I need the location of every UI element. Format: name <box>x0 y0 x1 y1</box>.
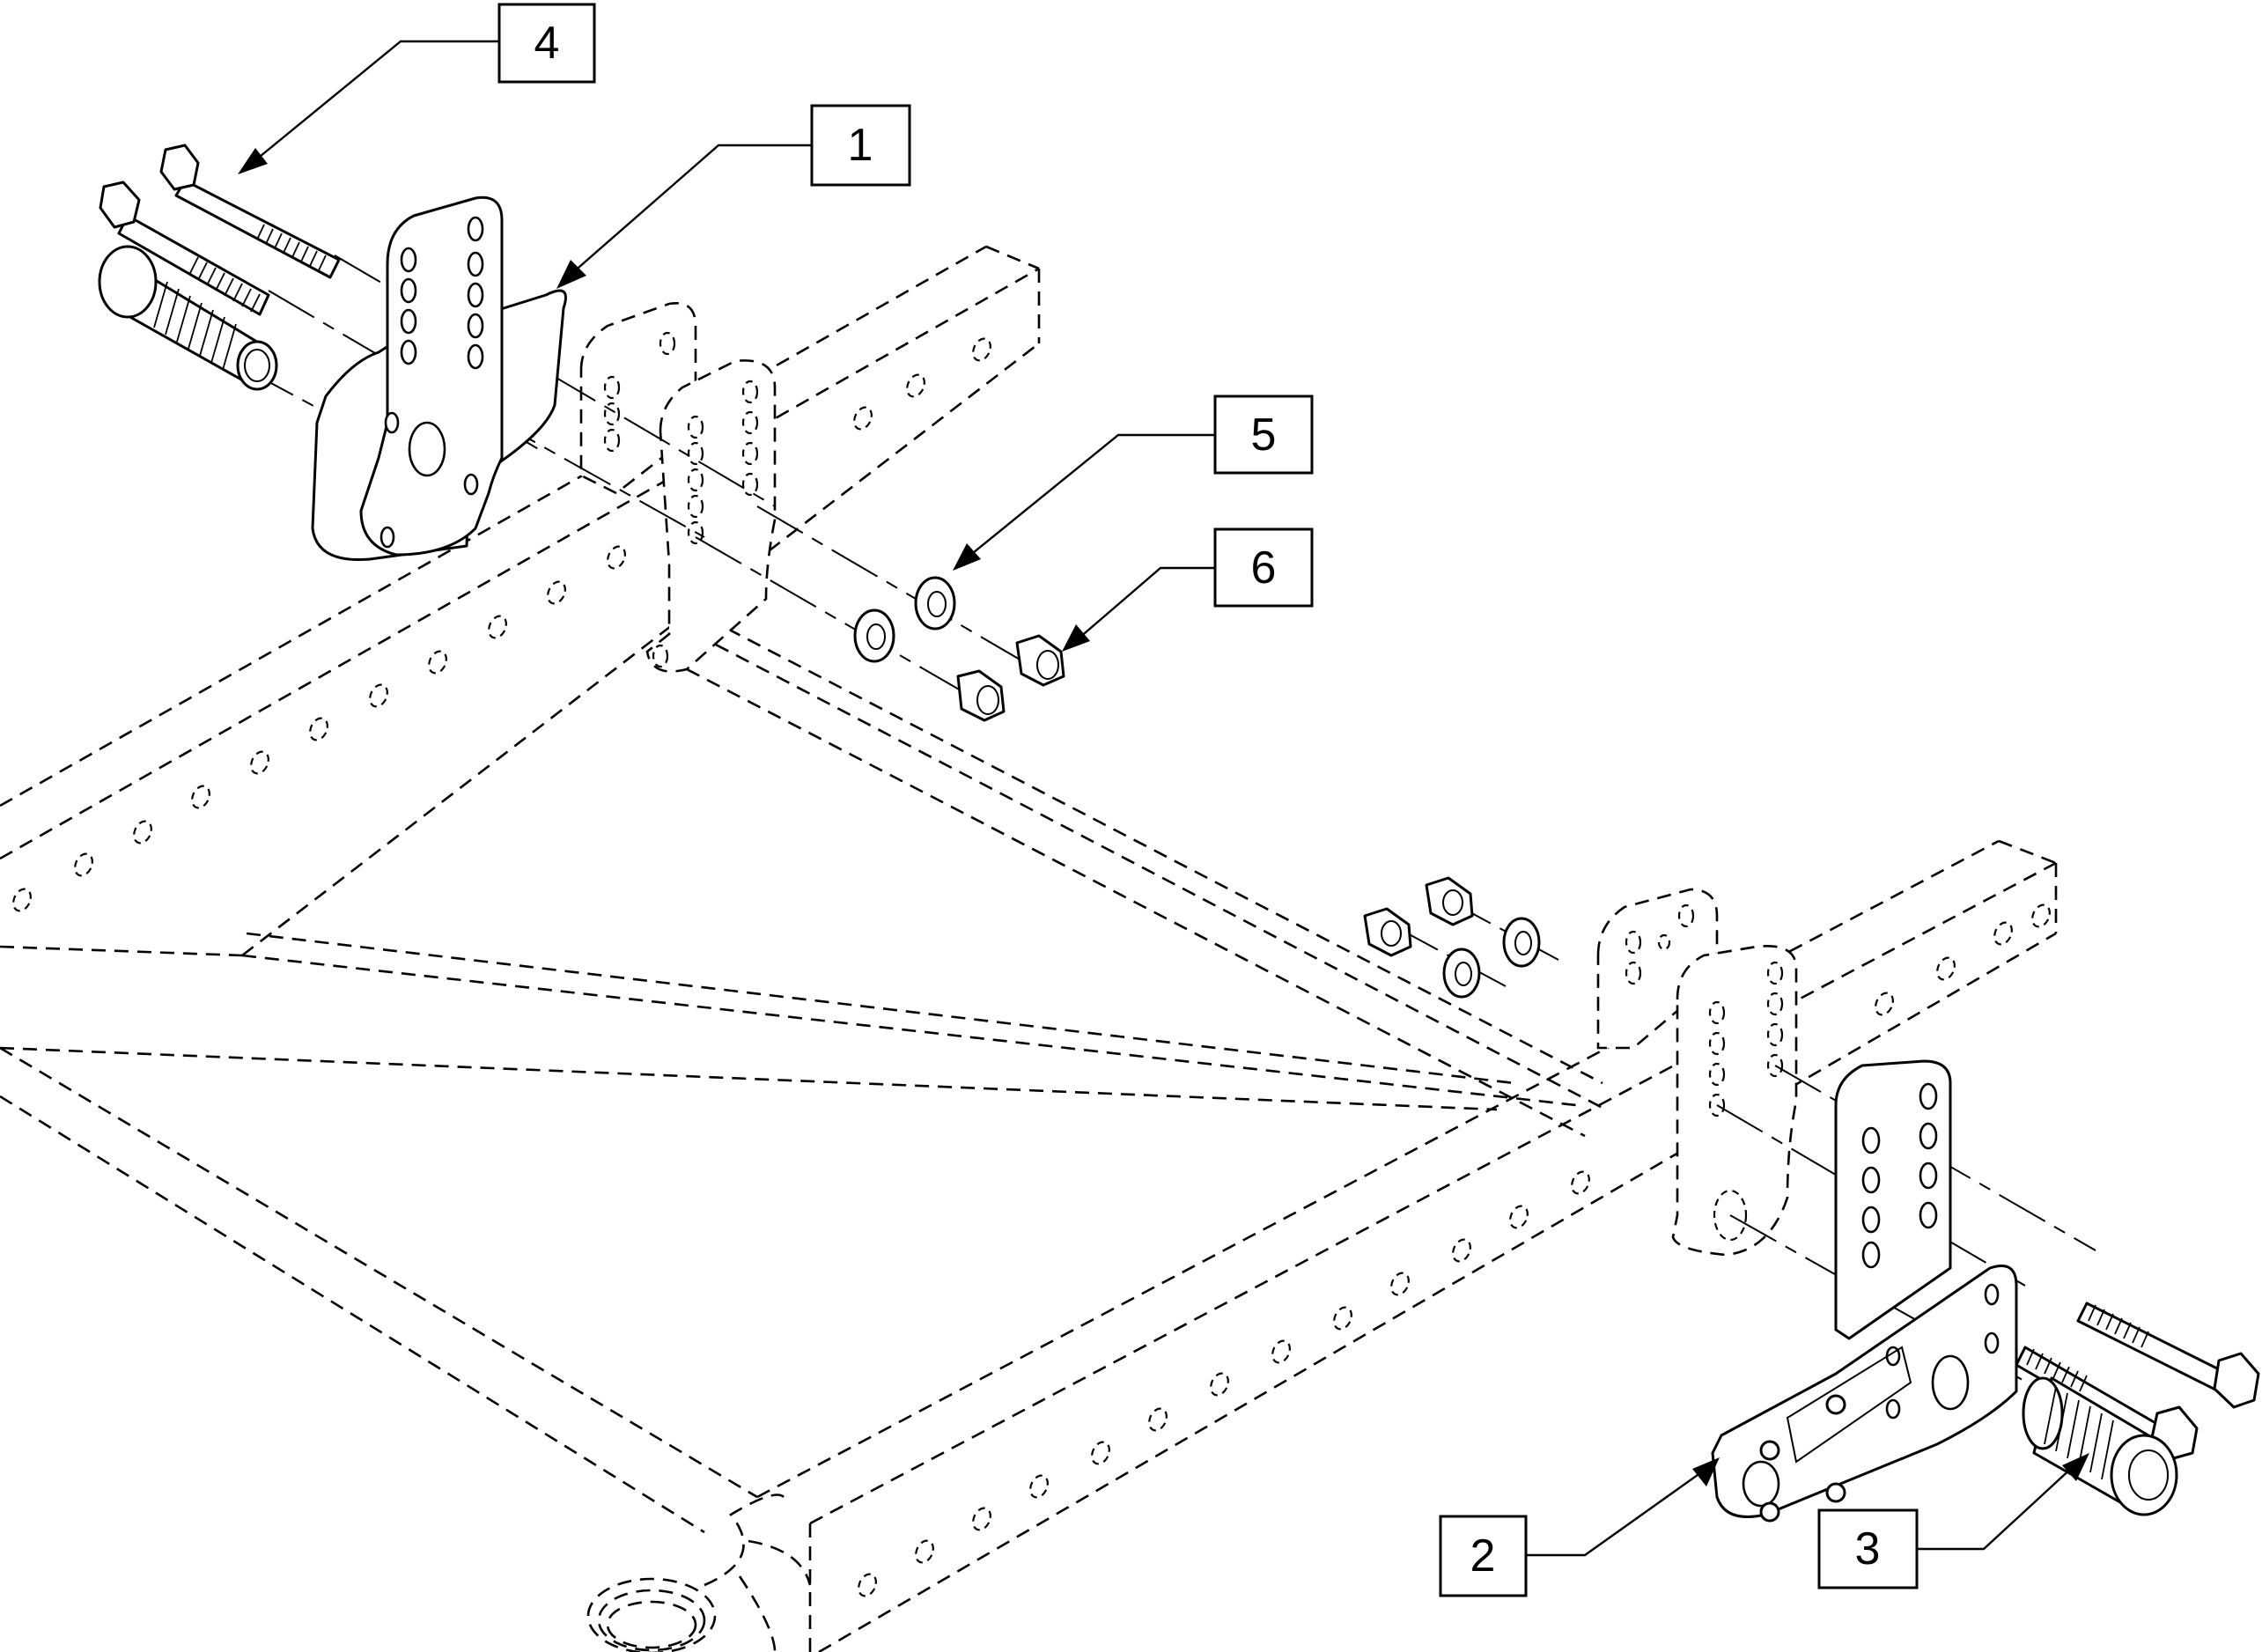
arrowhead-1 <box>556 260 586 289</box>
callout-label-5: 5 <box>1251 409 1277 461</box>
callout-label-4: 4 <box>534 18 560 69</box>
frame-plate-left-front <box>645 359 777 673</box>
callout-label-6: 6 <box>1251 542 1277 594</box>
part-bracket-left <box>311 195 567 562</box>
callout-1: 1 <box>556 104 911 289</box>
callout-label-1: 1 <box>848 120 873 171</box>
callout-box-4 <box>497 3 596 84</box>
leader-line-3 <box>1917 1465 2074 1551</box>
callout-label-3: 3 <box>1855 1523 1881 1575</box>
callout-2: 2 <box>1439 1457 1720 1597</box>
callout-5: 5 <box>953 395 1314 571</box>
part-hex-bolts-right <box>2015 1302 2260 1516</box>
washers-upper <box>853 576 956 663</box>
part-hex-bolts-left <box>98 144 341 391</box>
leader-line-4 <box>254 40 499 161</box>
hex-bolt-lower <box>99 181 270 316</box>
washer-d <box>1442 948 1481 999</box>
nuts-lower <box>1363 876 1474 957</box>
callout-box-3 <box>1817 1508 1919 1589</box>
rear-tube-holes <box>12 337 991 912</box>
washer-a <box>914 576 956 631</box>
nuts-upper <box>956 634 1065 722</box>
hex-bolt-right-upper <box>2076 1302 2260 1409</box>
leader-line-5 <box>968 433 1215 557</box>
lock-nut-c <box>1425 876 1474 926</box>
arrowhead-4 <box>238 148 268 174</box>
arrowhead-3 <box>2062 1453 2089 1481</box>
tube-end-clamp <box>586 1493 812 1652</box>
callout-6: 6 <box>1062 527 1314 652</box>
cross-tube <box>0 579 1603 1138</box>
washer-b <box>853 608 895 663</box>
front-frame-tube <box>0 839 2058 1652</box>
callout-3: 3 <box>1817 1453 2089 1589</box>
part-bracket-right <box>1711 1059 2018 1523</box>
leader-line-1 <box>571 144 812 274</box>
lock-nut-b <box>956 669 1006 722</box>
callout-label-2: 2 <box>1470 1530 1496 1582</box>
arrowhead-2 <box>1692 1457 1720 1486</box>
front-tube-holes <box>858 903 2051 1597</box>
threaded-bushing-left <box>98 245 278 391</box>
leader-line-6 <box>1078 566 1215 639</box>
callout-box-2 <box>1439 1515 1528 1597</box>
lock-nut-a <box>1015 634 1065 687</box>
arrowhead-5 <box>953 543 981 571</box>
leader-line-2 <box>1526 1470 1705 1557</box>
washers-lower <box>1442 917 1541 999</box>
threaded-bushing-right <box>2022 1376 2178 1516</box>
rear-frame-tube <box>0 245 1041 957</box>
frame-plate-right-rear <box>1596 888 1719 1050</box>
frame-plate-right-front <box>1671 945 1798 1257</box>
washer-c <box>1502 917 1541 968</box>
callout-box-5 <box>1213 395 1314 475</box>
lock-nut-d <box>1363 907 1412 957</box>
arrowhead-6 <box>1062 624 1090 652</box>
hex-bolt-upper <box>159 144 341 279</box>
frame-phantom <box>0 245 2058 1652</box>
callout-4: 4 <box>238 3 596 174</box>
